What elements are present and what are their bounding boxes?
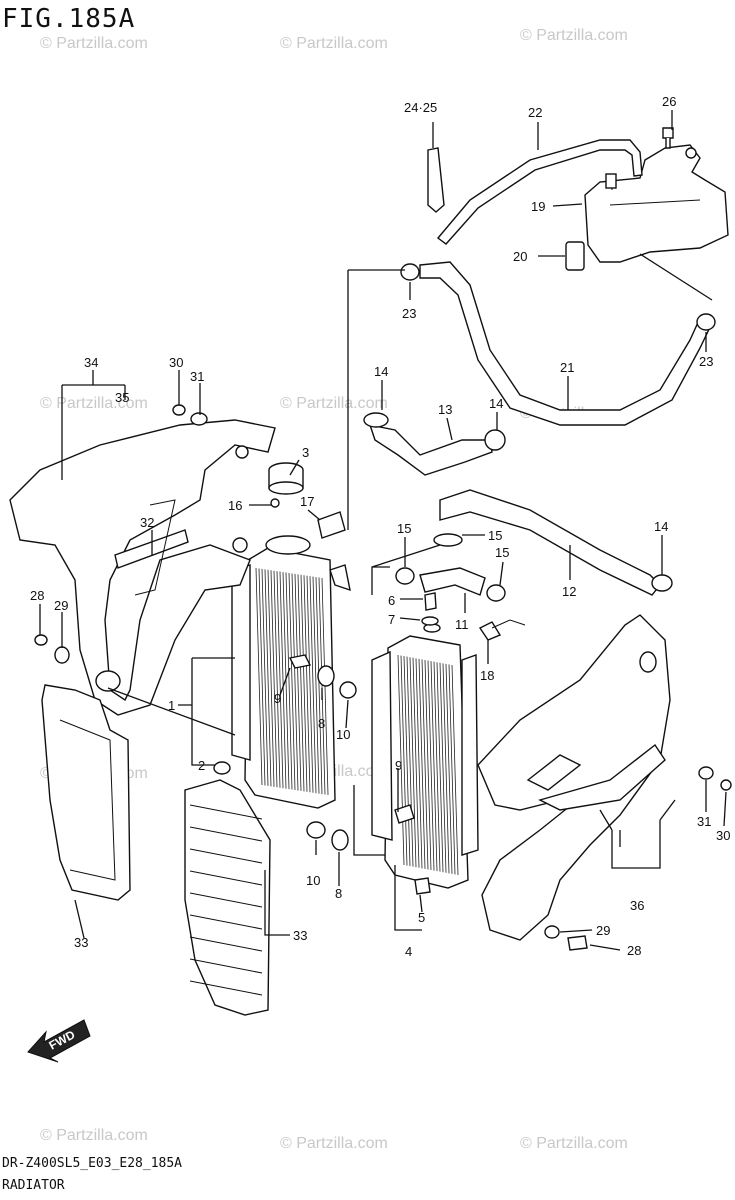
radiator-louver: [184, 779, 271, 1016]
diagram-caption: RADIATOR: [2, 1178, 65, 1193]
callout-label: 3: [302, 445, 309, 460]
callout-label: 14: [654, 519, 668, 534]
callout-label: 23: [402, 306, 416, 321]
watermarks: © Partzilla.com © Partzilla.com © Partzi…: [40, 27, 628, 1152]
callout-label: 14: [489, 396, 503, 411]
radiator-hose-13: [368, 424, 493, 476]
callout-label: 9: [395, 758, 402, 773]
callout-label: 24·25: [404, 100, 437, 115]
hose-clamp: [651, 574, 673, 592]
callout-label: 14: [374, 364, 388, 379]
hose-clip: [427, 147, 445, 213]
callout-label: 18: [480, 668, 494, 683]
callout-label: 5: [418, 910, 425, 925]
hose-clamp: [484, 429, 506, 451]
callout-label: 9: [274, 691, 281, 706]
callout-label: 1: [168, 698, 175, 713]
callout-label: 12: [562, 584, 576, 599]
radiator-upper-hose: [419, 261, 713, 426]
shroud-decal: [538, 743, 666, 811]
callout-label: 29: [54, 598, 68, 613]
shroud-decal: [526, 754, 582, 791]
callout-label: 26: [662, 94, 676, 109]
callout-labels: 24·25 22 26 19 20 23 23 21 14 13 14 3 16…: [30, 94, 730, 959]
hose-clamp: [363, 412, 389, 428]
callout-label: 2: [198, 758, 205, 773]
left-radiator-guard: [41, 684, 131, 901]
callout-label: 10: [306, 873, 320, 888]
callout-label: 31: [190, 369, 204, 384]
radiator-core-right: [397, 654, 459, 876]
hose-clamp: [400, 263, 716, 331]
fwd-arrow: FWD: [27, 1019, 91, 1063]
reservoir-tank: [584, 127, 729, 263]
hose-clamp: [433, 533, 463, 547]
radiator-hose-11: [419, 567, 486, 596]
callout-label: 10: [336, 727, 350, 742]
callout-label: 30: [169, 355, 183, 370]
watermark-text: © Partzilla.com: [40, 395, 148, 412]
callout-label: 15: [488, 528, 502, 543]
left-radiator: [231, 535, 351, 809]
callout-label: 11: [455, 617, 469, 632]
hose-clamp: [395, 567, 415, 585]
callout-label: 17: [300, 494, 314, 509]
watermark-text: © Partzilla.com: [40, 1127, 148, 1144]
callout-label: 28: [30, 588, 44, 603]
callout-label: 31: [697, 814, 711, 829]
callout-label: 8: [335, 886, 342, 901]
diagram-code: DR-Z400SL5_E03_E28_185A: [2, 1156, 183, 1171]
callout-label: 19: [531, 199, 545, 214]
callout-label: 32: [140, 515, 154, 530]
callout-label: 7: [388, 612, 395, 627]
callout-label: 8: [318, 716, 325, 731]
hose-clamp: [486, 584, 506, 602]
radiator-cap: [268, 462, 304, 495]
leader-lines: [39, 110, 727, 951]
watermark-text: © Partzilla.com: [280, 395, 388, 412]
louver-slats: [189, 804, 263, 996]
callout-label: 33: [74, 935, 88, 950]
callout-label: 35: [115, 390, 129, 405]
callout-label: 30: [716, 828, 730, 843]
callout-label: 29: [596, 923, 610, 938]
watermark-text: © Partzilla.com: [40, 35, 148, 52]
figure-title: FIG.185A: [2, 4, 136, 34]
callout-label: 22: [528, 105, 542, 120]
callout-label: 6: [388, 593, 395, 608]
callout-label: 23: [699, 354, 713, 369]
callout-label: 13: [438, 402, 452, 417]
callout-label: 15: [495, 545, 509, 560]
callout-label: 15: [397, 521, 411, 536]
watermark-text: © Partzilla.com: [280, 35, 388, 52]
callout-label: 20: [513, 249, 527, 264]
callout-label: 16: [228, 498, 242, 513]
reservoir-grommet: [565, 241, 585, 271]
watermark-text: © Partzilla.com: [520, 27, 628, 44]
watermark-text: © Partzilla.com: [520, 1135, 628, 1152]
callout-label: 34: [84, 355, 98, 370]
callout-label: 28: [627, 943, 641, 958]
radiator-core-left: [255, 567, 329, 796]
watermark-text: © Partzilla.com: [280, 1135, 388, 1152]
callout-label: 36: [630, 898, 644, 913]
overflow-hose: [436, 139, 643, 245]
callout-label: 21: [560, 360, 574, 375]
callout-label: 4: [405, 944, 412, 959]
callout-label: 33: [293, 928, 307, 943]
